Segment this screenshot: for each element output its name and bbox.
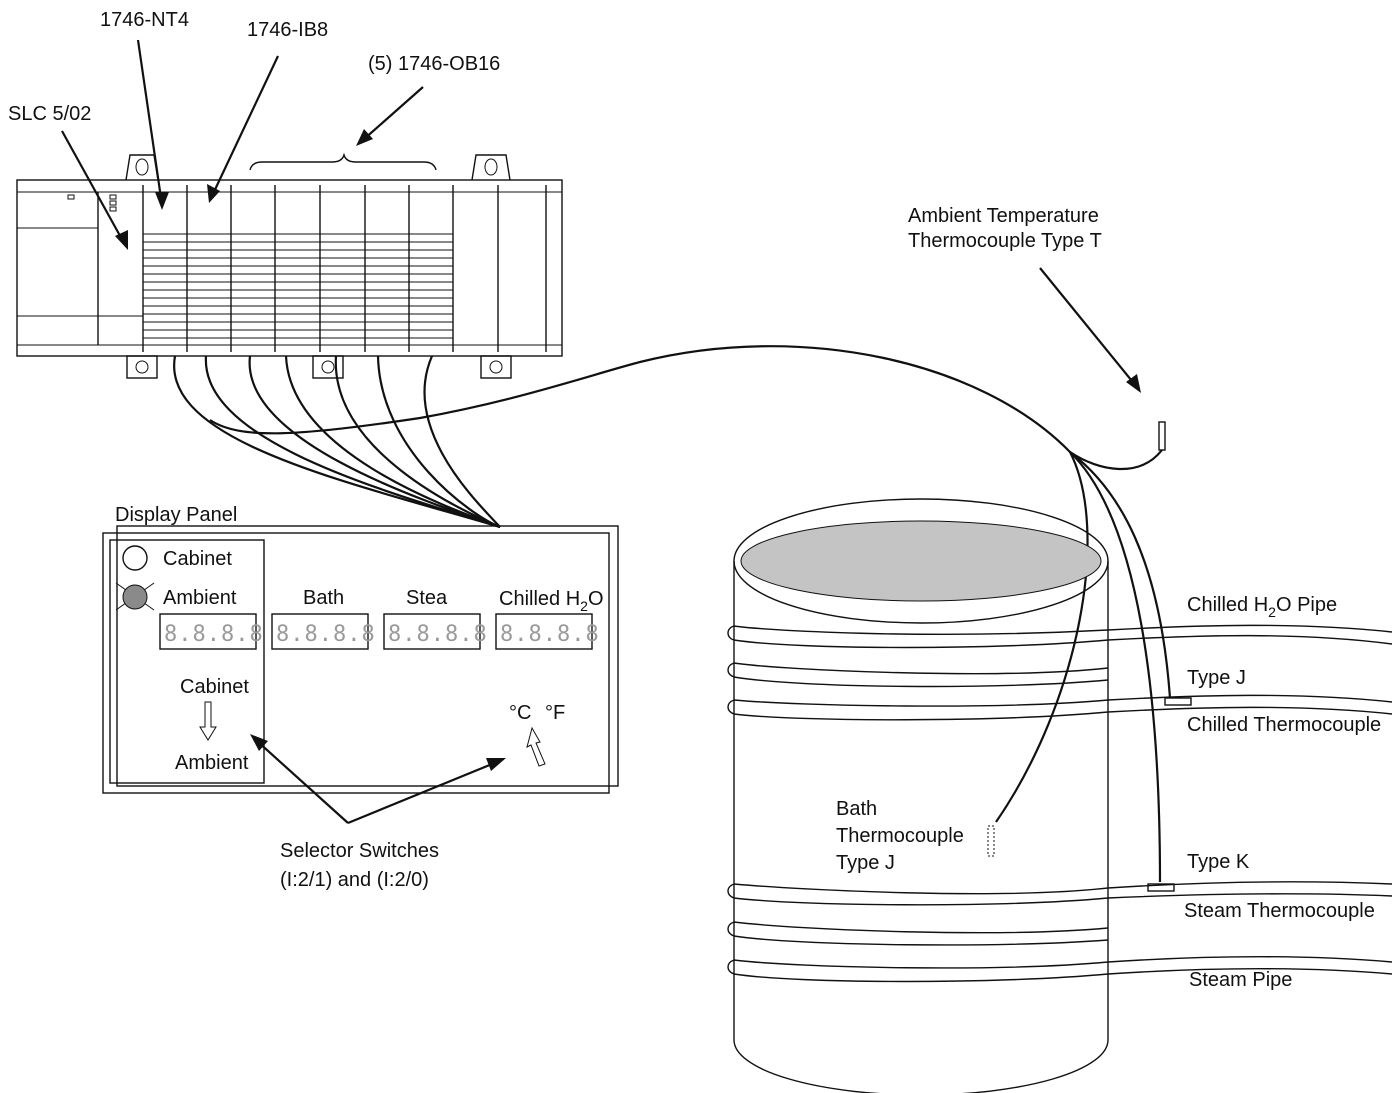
slc-chassis: [16, 152, 563, 379]
chilled-pipe: [727, 624, 1393, 721]
chilled-readout: 8.8.8.8: [495, 613, 600, 650]
steam-tc-label: Steam Thermocouple: [1184, 900, 1375, 922]
steam-pipe-label: Steam Pipe: [1189, 969, 1292, 991]
svg-text:8.8.8.8: 8.8.8.8: [276, 622, 376, 647]
steam-pipe: [727, 881, 1393, 983]
panel-ambient-label: Ambient: [163, 587, 237, 609]
svg-text:8.8.8.8: 8.8.8.8: [164, 622, 264, 647]
svg-text:8.8.8.8: 8.8.8.8: [388, 622, 488, 647]
display-panel: [102, 525, 619, 794]
ambient-thermocouple-probe: [1158, 421, 1166, 451]
down-arrow-icon: [199, 701, 217, 741]
slc-label: SLC 5/02: [8, 103, 91, 125]
panel-bath-label: Bath: [303, 587, 344, 609]
switch-cabinet-label: Cabinet: [180, 676, 249, 698]
chilled-pipe-label: Chilled H2O Pipe: [1187, 594, 1337, 620]
deg-f-label: °F: [545, 702, 565, 724]
chilled-thermocouple-probe: [1164, 697, 1192, 706]
bath-readout: 8.8.8.8: [271, 613, 376, 650]
bath-thermocouple-probe: [987, 825, 995, 857]
selector-label-2: (I:2/1) and (I:2/0): [280, 869, 429, 891]
bath-tc-label-3: Type J: [836, 852, 895, 874]
ambient-tc-label-1: Ambient Temperature: [908, 205, 1099, 227]
svg-text:8.8.8.8: 8.8.8.8: [500, 622, 600, 647]
steam-thermocouple-probe: [1147, 883, 1175, 892]
display-panel-label: Display Panel: [115, 504, 237, 526]
type-j-label: Type J: [1187, 667, 1246, 689]
switch-ambient-label: Ambient: [175, 752, 249, 774]
chilled-tc-label: Chilled Thermocouple: [1187, 714, 1381, 736]
ambient-readout: 8.8.8.8: [159, 613, 264, 650]
ob16-label: (5) 1746-OB16: [368, 53, 500, 75]
ambient-tc-label-2: Thermocouple Type T: [908, 230, 1102, 252]
ib8-label: 1746-IB8: [247, 19, 328, 41]
bath-tank: [733, 498, 1109, 1093]
panel-cabinet-label: Cabinet: [163, 548, 232, 570]
panel-chilled-label: Chilled H2O: [499, 588, 604, 614]
up-arrow-icon: [526, 726, 546, 767]
bath-tc-label-1: Bath: [836, 798, 877, 820]
panel-stea-label: Stea: [406, 587, 448, 609]
selector-label-1: Selector Switches: [280, 840, 439, 862]
steam-readout: 8.8.8.8: [383, 613, 488, 650]
bath-tc-label-2: Thermocouple: [836, 825, 964, 847]
cabinet-lamp-icon: [122, 545, 148, 571]
cables: [173, 345, 1172, 883]
ambient-lamp-icon: [115, 582, 155, 611]
type-k-label: Type K: [1187, 851, 1250, 873]
nt4-label: 1746-NT4: [100, 9, 189, 31]
deg-c-label: °C: [509, 702, 531, 724]
